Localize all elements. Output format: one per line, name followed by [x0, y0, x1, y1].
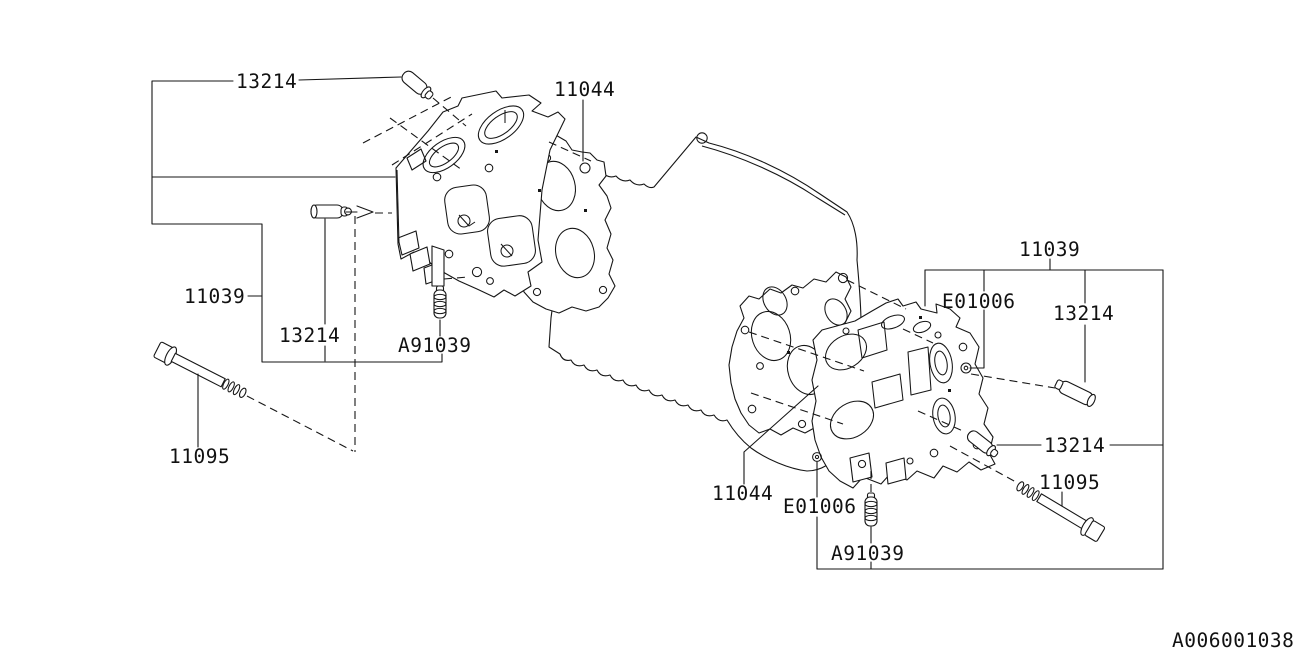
part-callout-13214-upper-right: 13214	[1053, 302, 1114, 325]
part-callout-13214-lower-right: 13214	[1044, 434, 1105, 457]
left-cylinder-head	[395, 90, 566, 298]
head-bolt-right	[1016, 481, 1106, 542]
block-boss-hole	[696, 132, 708, 144]
part-callout-13214-mid-left: 13214	[279, 324, 340, 347]
part-callout-11044-top: 11044	[554, 78, 615, 101]
part-callouts: 13214 11044 11039 13214 A91039 11095 110…	[169, 70, 1114, 565]
part-callout-a91039-left: A91039	[398, 334, 471, 357]
stud-right	[864, 492, 878, 527]
callout-leader-lines	[151, 76, 1164, 570]
part-callout-11095-left: 11095	[169, 445, 230, 468]
dowel-pin-mid-left	[310, 204, 352, 219]
e01006-bolt-boss-lower	[812, 452, 822, 462]
dowel-pin-top-left	[401, 70, 434, 100]
part-callout-11039-left: 11039	[184, 285, 245, 308]
part-callout-e01006-bottom: E01006	[783, 495, 856, 518]
stud-left	[433, 285, 447, 319]
right-cylinder-head	[811, 298, 996, 489]
part-callout-11044-bottom: 11044	[712, 482, 773, 505]
diagram-code: A006001038	[1172, 629, 1294, 652]
part-callout-11095-right: 11095	[1039, 471, 1100, 494]
dowel-pin-upper-right	[1054, 379, 1096, 408]
alignment-dashed-lines	[246, 94, 1056, 495]
stud-post	[431, 245, 445, 287]
part-callout-a91039-right: A91039	[831, 542, 904, 565]
part-callout-11039-right: 11039	[1019, 238, 1080, 261]
part-callout-e01006-upper-right: E01006	[942, 290, 1015, 313]
dowel-pin-lower-right	[966, 430, 999, 458]
head-bolt-left	[153, 341, 247, 398]
part-callout-13214-top-left: 13214	[236, 70, 297, 93]
